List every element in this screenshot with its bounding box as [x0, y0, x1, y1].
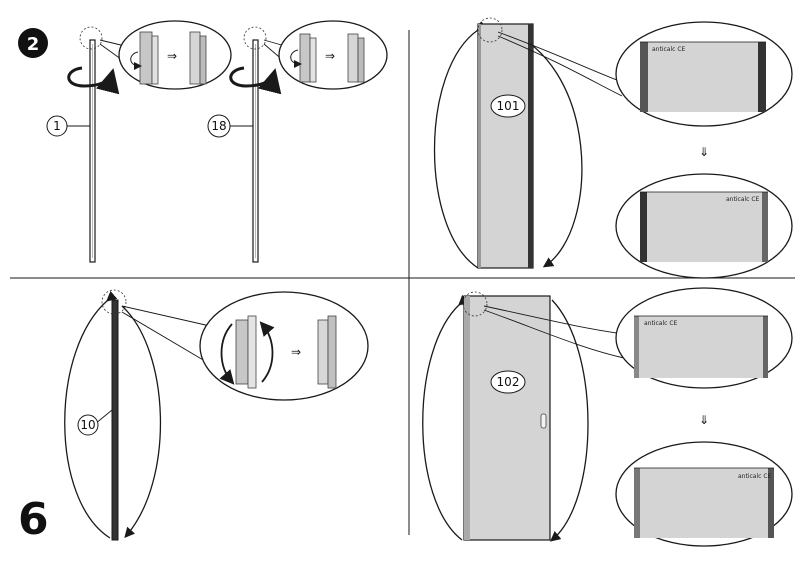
profile-10-rod: [111, 299, 119, 541]
detail-callout-circle: [101, 289, 127, 315]
glass-mark: anticalc CE: [738, 473, 772, 480]
step-badge: 2: [18, 28, 48, 58]
panel-101-assembly: 101 anticalc CE ⇓ anticalc CE: [433, 17, 793, 279]
rotate-vertical-icon: [259, 321, 275, 383]
rotate-small-icon: [290, 49, 302, 68]
arrow-right-icon: ⇒: [167, 49, 177, 63]
rotate-arrow-icon: [67, 66, 120, 95]
rotate-vertical-icon: [219, 323, 235, 385]
step-number-big: 6: [18, 494, 49, 545]
flip-arc-right: [499, 27, 583, 268]
profile-10-assembly: 10 ⇒: [64, 289, 369, 541]
glass-mark: anticalc CE: [644, 320, 678, 327]
detail-callout-circle: [462, 291, 488, 317]
detail-callout-circle: [477, 17, 503, 43]
handle-icon: [540, 413, 547, 429]
label-101: 101: [497, 99, 520, 113]
flip-arc-left: [64, 290, 118, 539]
label-circle-18: [207, 114, 231, 138]
profile-1-assembly: 1 ⇒: [46, 20, 232, 263]
flip-arc-right: [121, 305, 162, 538]
label-circle-1: [46, 115, 68, 137]
arrow-right-icon: ⇒: [291, 345, 301, 359]
profile-18-assembly: 18 ⇒: [207, 20, 388, 263]
panel-102-assembly: 102 anticalc CE ⇓ anticalc CE: [422, 287, 793, 547]
label-10: 10: [80, 418, 95, 432]
flip-arc-left: [433, 21, 488, 269]
flip-arc-left: [422, 294, 470, 541]
glass-mark: anticalc CE: [726, 196, 760, 203]
label-102: 102: [497, 375, 520, 389]
flip-arc-right: [550, 299, 589, 542]
label-18: 18: [211, 119, 226, 133]
label-1: 1: [53, 119, 61, 133]
glass-panel-102: [463, 295, 551, 541]
arrow-down-icon: ⇓: [699, 145, 709, 159]
step-badge-number: 2: [27, 34, 40, 55]
detail-callout-circle: [79, 26, 103, 50]
arrow-down-icon: ⇓: [699, 413, 709, 427]
rotate-small-icon: [130, 51, 142, 70]
glass-panel-101: [477, 23, 534, 269]
rotate-arrow-icon: [229, 66, 282, 95]
glass-mark: anticalc CE: [652, 46, 686, 53]
detail-callout-circle: [243, 26, 267, 50]
detail-ellipse-10: [199, 291, 369, 401]
arrow-right-icon: ⇒: [325, 49, 335, 63]
